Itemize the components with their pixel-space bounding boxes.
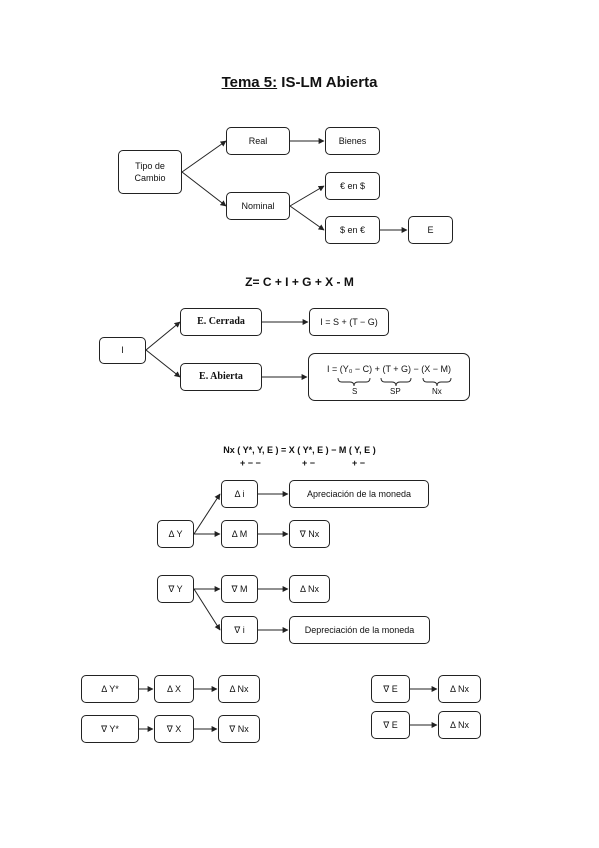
label-sp: SP — [390, 387, 401, 396]
nabla-ystar-box: ∇ Y* — [81, 715, 139, 743]
page-title: Tema 5: IS-LM Abierta — [0, 74, 599, 91]
i-box: I — [99, 337, 146, 364]
delta-nx-e-box-2: Δ Nx — [438, 711, 481, 739]
z-formula: Z= C + I + G + X - M — [245, 275, 354, 289]
delta-nx-e-box-1: Δ Nx — [438, 675, 481, 703]
nabla-y-box: ∇ Y — [157, 575, 194, 603]
e-box: E — [408, 216, 453, 244]
nabla-x-box: ∇ X — [154, 715, 194, 743]
abierta-box: E. Abierta — [180, 363, 262, 391]
real-box: Real — [226, 127, 290, 155]
nabla-m-box: ∇ M — [221, 575, 258, 603]
nabla-nx-box-2: ∇ Nx — [218, 715, 260, 743]
nabla-nx-box: ∇ Nx — [289, 520, 330, 548]
label-nx: Nx — [432, 387, 442, 396]
nabla-i-box: ∇ i — [221, 616, 258, 644]
delta-nx-box: Δ Nx — [289, 575, 330, 603]
nabla-e-box-2: ∇ E — [371, 711, 410, 739]
nominal-box: Nominal — [226, 192, 290, 220]
title-prefix: Tema 5: — [221, 74, 278, 91]
delta-m-box: Δ M — [221, 520, 258, 548]
label-s: S — [352, 387, 358, 396]
cerrada-box: E. Cerrada — [180, 308, 262, 336]
delta-x-box: Δ X — [154, 675, 194, 703]
signs-group-1: + − − — [240, 458, 261, 468]
abierta-equation-box: I = (Y₀ − C) + (T + G) − (X − M) S SP Nx — [308, 353, 470, 401]
bienes-box: Bienes — [325, 127, 380, 155]
signs-group-3: + − — [352, 458, 366, 468]
euros-en-dolares-box: € en $ — [325, 172, 380, 200]
delta-ystar-box: Δ Y* — [81, 675, 139, 703]
tipo-de-cambio-box: Tipo de Cambio — [118, 150, 182, 194]
nabla-e-box-1: ∇ E — [371, 675, 410, 703]
cerrada-equation-box: I = S + (T − G) — [309, 308, 389, 336]
apreciacion-box: Apreciación de la moneda — [289, 480, 429, 508]
depreciacion-box: Depreciación de la moneda — [289, 616, 430, 644]
title-rest: IS-LM Abierta — [277, 74, 378, 91]
abierta-equation: I = (Y₀ − C) + (T + G) − (X − M) — [326, 364, 452, 374]
dolares-en-euros-box: $ en € — [325, 216, 380, 244]
delta-i-box: Δ i — [221, 480, 258, 508]
nx-formula: Nx ( Y*, Y, E ) = X ( Y*, E ) − M ( Y, E… — [223, 445, 376, 455]
delta-y-box: Δ Y — [157, 520, 194, 548]
signs-group-2: + − — [302, 458, 316, 468]
delta-nx-box-2: Δ Nx — [218, 675, 260, 703]
